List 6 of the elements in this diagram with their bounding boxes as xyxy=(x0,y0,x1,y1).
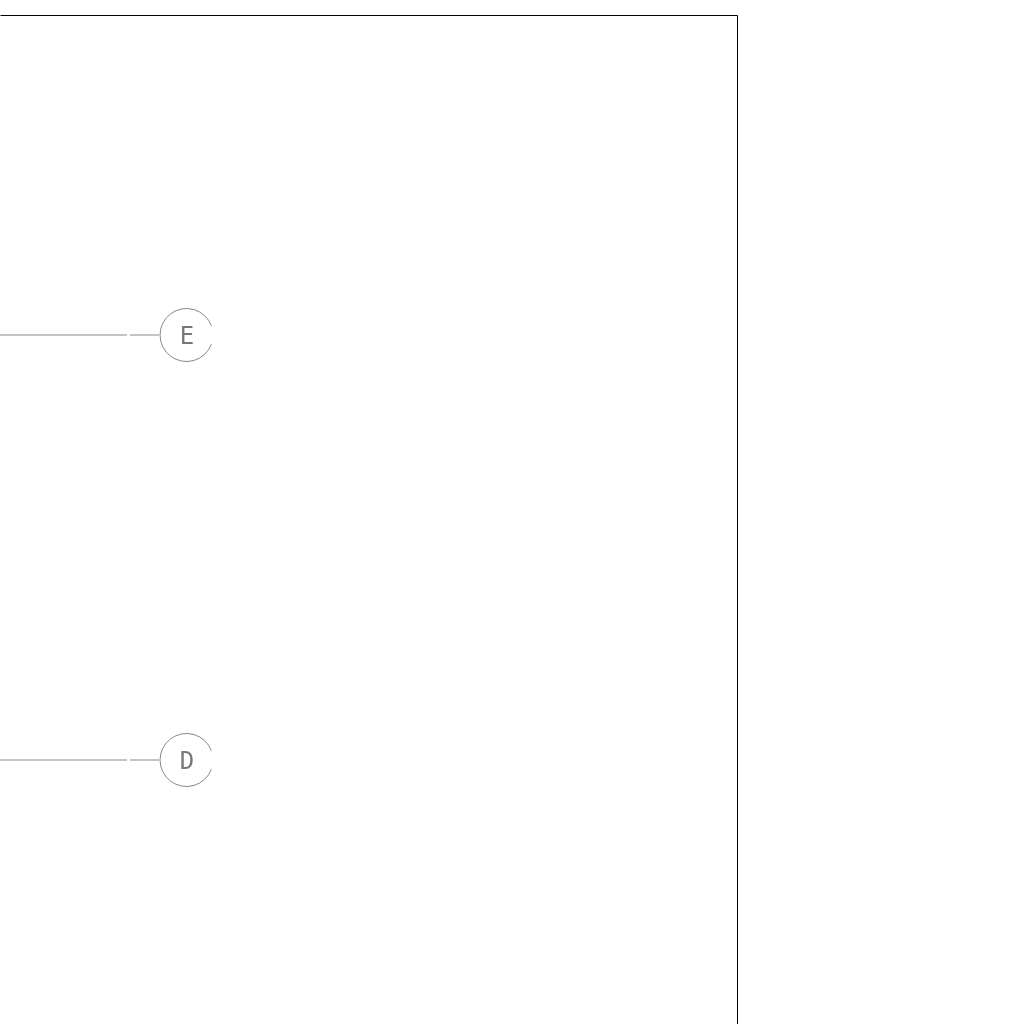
grid-bubble xyxy=(159,308,215,364)
grid-label: D xyxy=(179,749,195,773)
grid-line xyxy=(0,334,160,336)
grid-bubble xyxy=(159,733,215,789)
grid-line xyxy=(0,759,160,761)
grid-label: E xyxy=(179,324,195,348)
